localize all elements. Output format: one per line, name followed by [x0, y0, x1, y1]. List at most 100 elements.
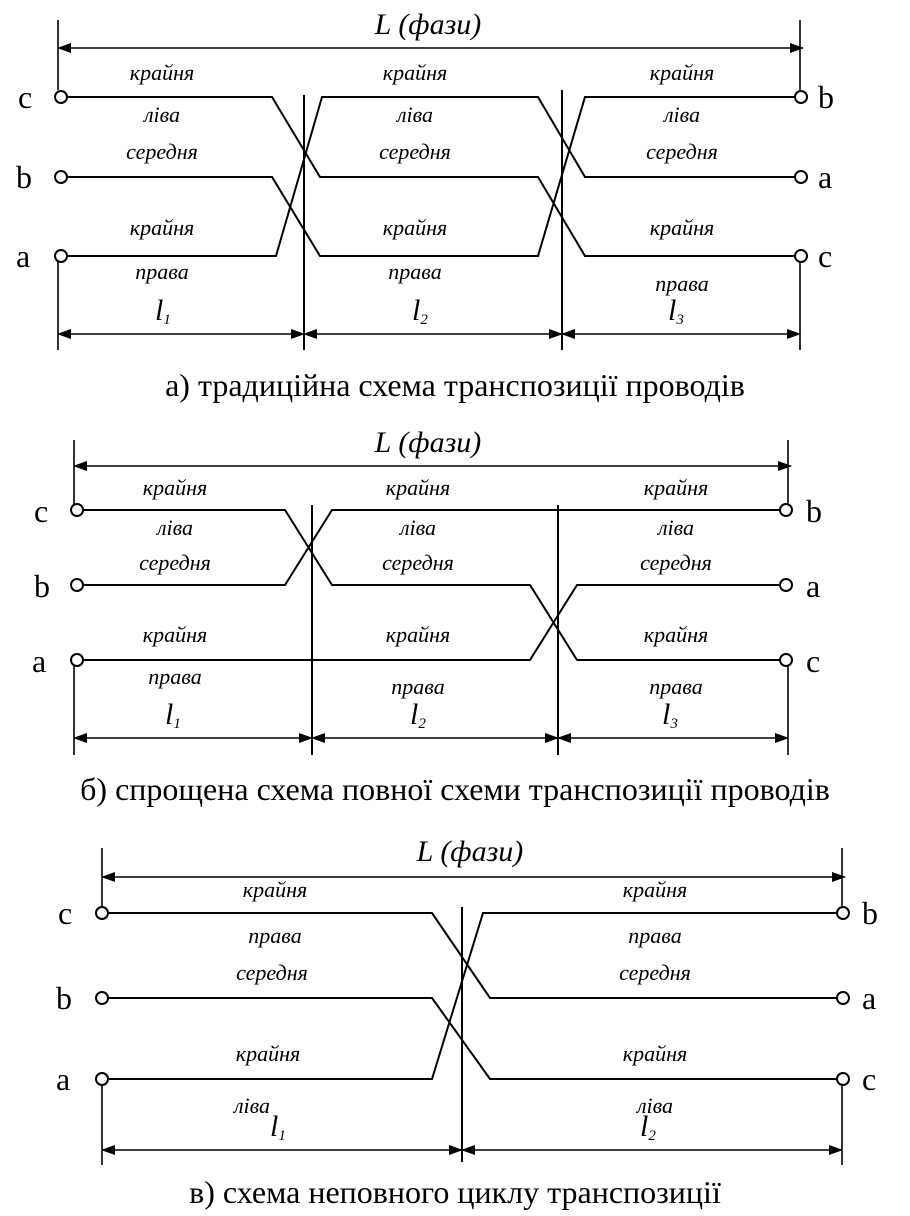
position-label: крайня: [386, 475, 450, 500]
segment-length-label: l1: [165, 698, 181, 732]
position-label: середня: [379, 139, 451, 164]
segment-length-label: l2: [640, 1110, 656, 1144]
port-label-left: c: [34, 493, 48, 529]
port-label-right: c: [806, 643, 820, 679]
position-label: права: [628, 923, 681, 948]
phase-c-wire: [79, 509, 780, 661]
terminal: [779, 578, 793, 592]
port-label-right: b: [806, 493, 822, 529]
port-label-left: b: [34, 568, 50, 604]
position-label: права: [248, 923, 301, 948]
position-label: середня: [646, 139, 718, 164]
diagram-caption: а) традиційна схема транспозиції проводі…: [165, 367, 745, 403]
position-label: права: [388, 259, 441, 284]
phase-b-wire: [105, 997, 838, 1080]
port-label-right: b: [818, 79, 834, 115]
port-label-right: a: [862, 980, 876, 1016]
position-label: крайня: [143, 622, 207, 647]
diagram-a: L (фази) c b a b a c крайня ліва середня…: [16, 8, 834, 403]
position-label: ліва: [142, 102, 180, 127]
position-label: ліва: [232, 1093, 270, 1118]
segment-length-label: l2: [412, 294, 428, 328]
position-label: права: [148, 664, 201, 689]
terminal: [70, 578, 84, 592]
position-label: середня: [382, 550, 454, 575]
position-label: крайня: [383, 215, 447, 240]
position-label: середня: [640, 550, 712, 575]
terminal: [54, 249, 68, 263]
phase-b-wire: [62, 96, 796, 257]
position-label: крайня: [236, 1041, 300, 1066]
terminal: [54, 90, 68, 104]
terminal: [70, 503, 84, 517]
phase-a-wire: [105, 912, 838, 1080]
phase-a-wire: [62, 96, 796, 257]
diagram-b: L (фази) c b a b a c крайня ліва середня…: [32, 426, 830, 807]
segment-length-label: l1: [270, 1110, 286, 1144]
position-label: права: [391, 674, 444, 699]
position-label: ліва: [656, 515, 694, 540]
position-label: крайня: [386, 622, 450, 647]
terminal: [794, 170, 808, 184]
port-label-left: a: [32, 643, 46, 679]
position-label: крайня: [650, 215, 714, 240]
total-length-label: L (фази): [374, 8, 482, 41]
port-label-left: b: [16, 159, 32, 195]
port-label-right: c: [818, 238, 832, 274]
segment-length-label: l2: [410, 698, 426, 732]
terminal: [794, 90, 808, 104]
position-label: права: [135, 259, 188, 284]
port-label-left: c: [18, 79, 32, 115]
position-label: крайня: [644, 475, 708, 500]
port-label-left: a: [56, 1061, 70, 1097]
position-label: права: [655, 271, 708, 296]
position-label: середня: [126, 139, 198, 164]
segment-length-label: l3: [668, 294, 684, 328]
terminal: [779, 503, 793, 517]
terminal: [54, 170, 68, 184]
position-label: середня: [236, 960, 308, 985]
diagram-caption: в) схема неповного циклу транспозиції: [189, 1174, 721, 1210]
position-label: крайня: [623, 877, 687, 902]
position-label: крайня: [243, 877, 307, 902]
diagram-caption: б) спрощена схема повної схеми транспози…: [80, 771, 830, 807]
position-label: крайня: [383, 60, 447, 85]
segment-length-label: l3: [662, 698, 678, 732]
port-label-right: a: [806, 568, 820, 604]
position-label: права: [649, 674, 702, 699]
diagram-c: L (фази) c b a b a c крайня права середн…: [56, 835, 878, 1210]
port-label-right: a: [818, 159, 832, 195]
position-label: середня: [619, 960, 691, 985]
position-label: крайня: [130, 215, 194, 240]
position-label: ліва: [662, 102, 700, 127]
position-label: ліва: [395, 102, 433, 127]
terminal: [70, 653, 84, 667]
port-label-left: a: [16, 238, 30, 274]
position-label: крайня: [623, 1041, 687, 1066]
port-label-left: c: [58, 895, 72, 931]
position-label: ліва: [155, 515, 193, 540]
terminal: [779, 653, 793, 667]
total-length-label: L (фази): [374, 426, 482, 459]
terminal: [836, 906, 850, 920]
terminal: [95, 1072, 109, 1086]
segment-length-label: l1: [155, 294, 171, 328]
terminal: [95, 991, 109, 1005]
terminal: [836, 1072, 850, 1086]
terminal: [836, 991, 850, 1005]
terminal: [794, 249, 808, 263]
port-label-left: b: [56, 980, 72, 1016]
total-length-label: L (фази): [416, 835, 524, 868]
position-label: крайня: [650, 60, 714, 85]
phase-a-wire: [79, 584, 780, 661]
phase-c-wire: [105, 912, 838, 999]
phase-c-wire: [62, 96, 796, 257]
position-label: ліва: [635, 1093, 673, 1118]
position-label: ліва: [398, 515, 436, 540]
phase-b-wire: [79, 509, 780, 586]
position-label: крайня: [644, 622, 708, 647]
port-label-right: b: [862, 895, 878, 931]
terminal: [95, 906, 109, 920]
position-label: середня: [139, 550, 211, 575]
